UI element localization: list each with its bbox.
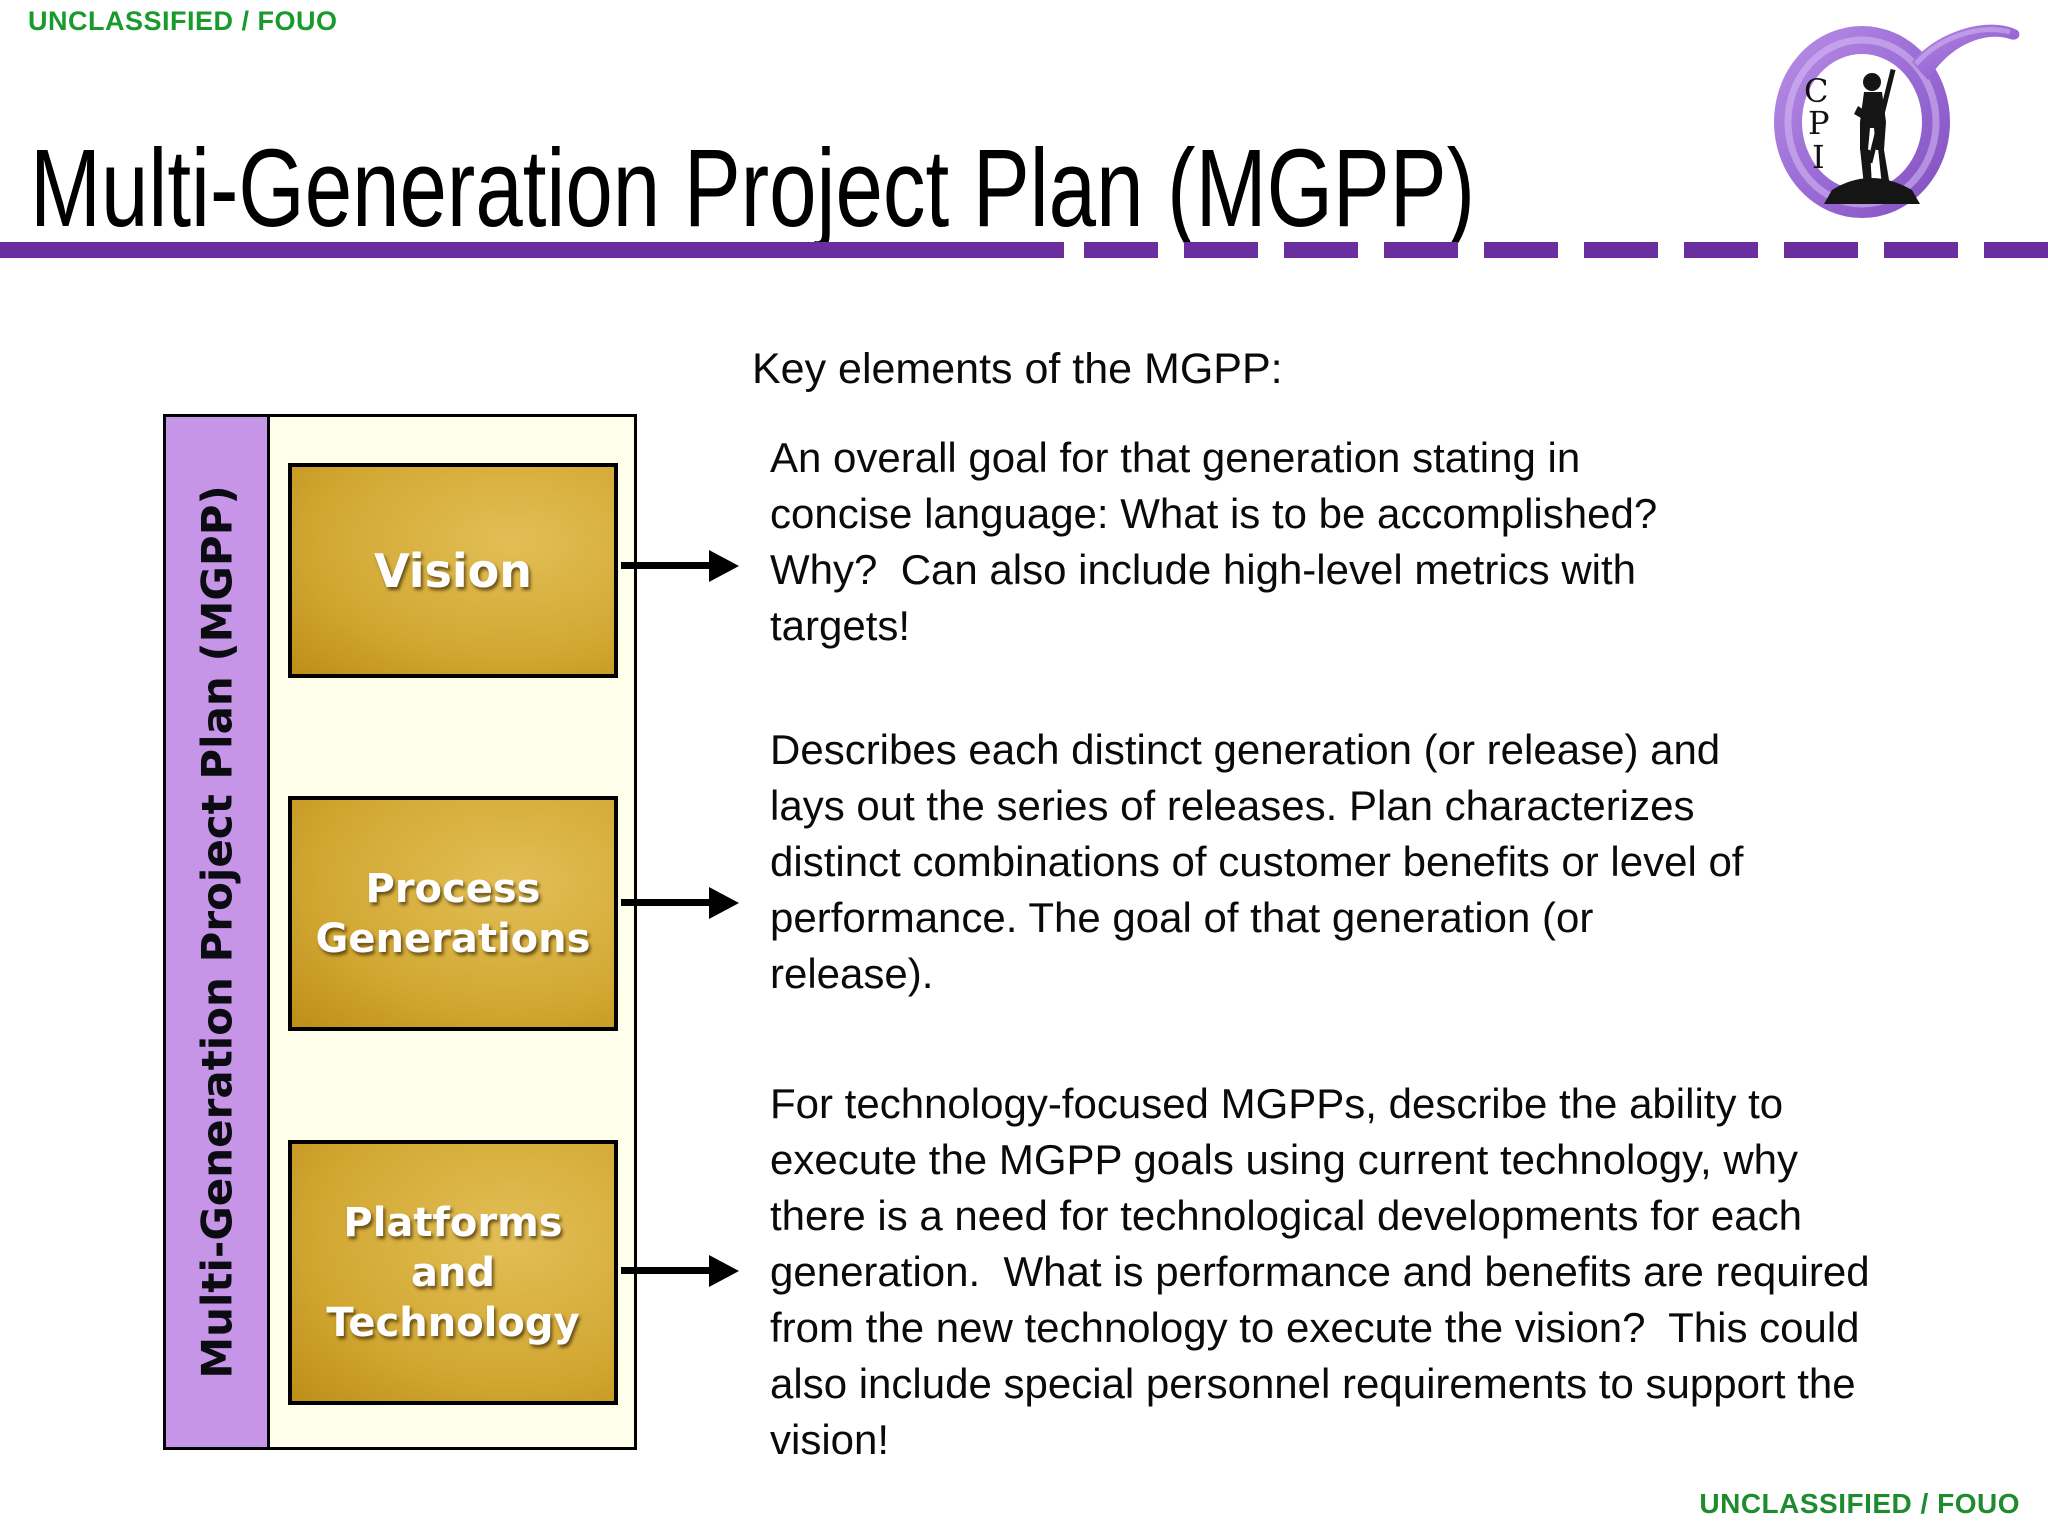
arrow-vision (621, 550, 739, 582)
diagram-side-label: Multi-Generation Project Plan (MGPP) (192, 485, 241, 1379)
cpi-sigma-logo: C P I (1766, 18, 2022, 218)
diagram-box-platforms-technology: Platforms and Technology (288, 1140, 618, 1405)
diagram-side-bar: Multi-Generation Project Plan (MGPP) (166, 417, 270, 1447)
key-elements-heading: Key elements of the MGPP: (752, 345, 1283, 393)
paragraph-platforms-technology: For technology-focused MGPPs, describe t… (770, 1080, 1870, 1463)
arrow-head-icon (709, 887, 739, 919)
arrow-shaft (621, 562, 713, 569)
classification-banner-top: UNCLASSIFIED / FOUO (28, 6, 338, 36)
paragraph-process-generations: Describes each distinct generation (or r… (770, 726, 1744, 997)
logo-letter-c: C (1804, 72, 1828, 110)
arrow-shaft (621, 1267, 713, 1274)
mgpp-diagram-panel: Multi-Generation Project Plan (MGPP) Vis… (163, 414, 637, 1450)
title-underline-solid (0, 242, 1064, 258)
arrow-platforms-technology (621, 1255, 739, 1287)
arrow-process-generations (621, 887, 739, 919)
paragraph-vision: An overall goal for that generation stat… (770, 434, 1658, 649)
arrow-head-icon (709, 1255, 739, 1287)
page-title: Multi-Generation Project Plan (MGPP) (30, 127, 1476, 250)
logo-letter-i: I (1812, 138, 1825, 176)
logo-letter-group: C P I (1804, 72, 1830, 176)
arrow-head-icon (709, 550, 739, 582)
diagram-box-vision: Vision (288, 463, 618, 678)
classification-banner-bottom: UNCLASSIFIED / FOUO (1699, 1488, 2020, 1519)
title-underline-dashed (1084, 242, 2048, 258)
sigma-icon: C P I (1774, 24, 2020, 218)
minuteman-icon (1824, 68, 1920, 204)
logo-letter-p: P (1808, 104, 1830, 142)
diagram-box-process-generations: Process Generations (288, 796, 618, 1031)
arrow-shaft (621, 899, 713, 906)
